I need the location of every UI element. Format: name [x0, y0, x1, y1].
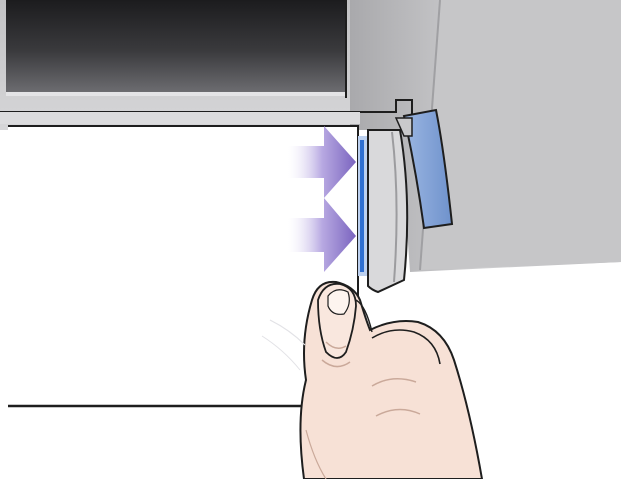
- paper-slot: [6, 0, 346, 92]
- printer-side-panel: [420, 0, 621, 270]
- hand-icon: [300, 282, 482, 479]
- paper-guide: [368, 130, 407, 292]
